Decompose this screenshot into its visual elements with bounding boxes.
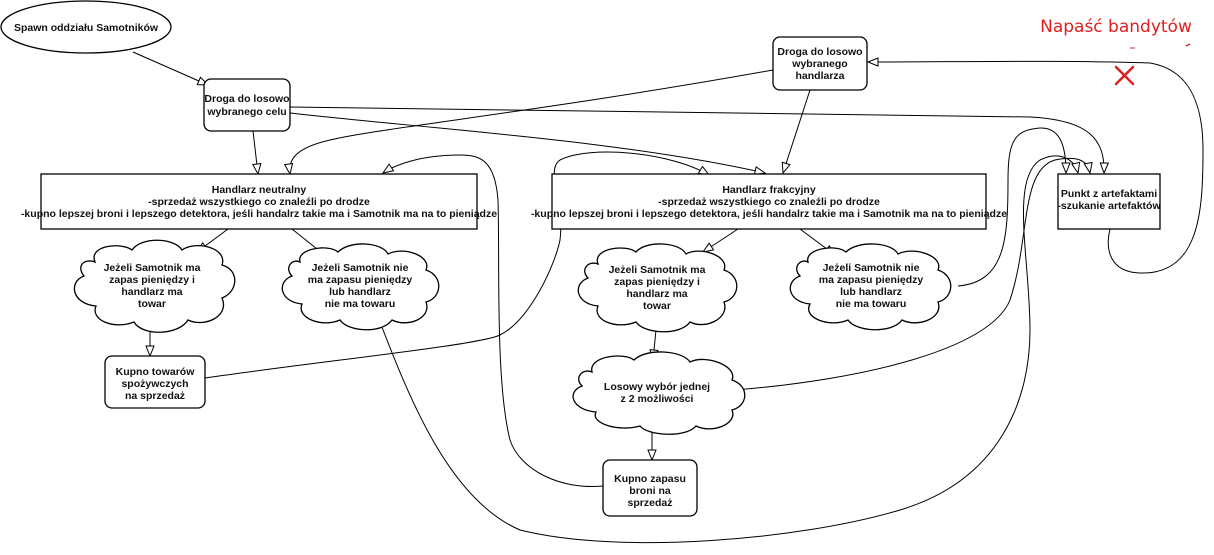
road-target-line-2: wybranego celu [206,106,286,118]
node-trader-neutral: Handlarz neutralny-sprzedaż wszystkiego … [21,173,497,230]
trader-faction-line-2: -sprzedaż wszystkiego co znaleźli po dro… [658,196,880,208]
node-trader-faction: Handlarz frakcyjny-sprzedaż wszystkiego … [531,173,1007,230]
cloud-faction-not-line-4: nie ma towaru [836,298,907,310]
buy-weapons-line-1: Kupno zapasu [614,473,686,485]
trader-faction-title: Handlarz frakcyjny [722,184,816,196]
edges [132,51,1204,544]
edge-road-trader-to-trader-neutral [290,69,774,174]
cloud-faction-has-line-2: zapas pieniędzy i [614,276,700,288]
edge-road-target-to-trader-neutral [253,130,258,174]
bandit-attack-title: Napaść bandytów [1040,17,1192,37]
svg-text:Spawn oddziału Samotników: Spawn oddziału Samotników [14,22,159,34]
node-spawn: Spawn oddziału Samotników [0,0,172,54]
red-x-icon [1114,65,1135,86]
edge-artifact-point-to-road-trader [868,61,1204,274]
cloud-faction-not-line-3: lub handlarz [840,286,902,298]
artifact-point-line-2: -szukanie artefaktów [1057,200,1161,212]
cloud-neutral-has-line-1: Jeżeli Samotnik ma [104,262,201,274]
road-target-line-1: Droga do losowo [204,93,289,105]
svg-text:Handlarz frakcyjny-sprzedaż ws: Handlarz frakcyjny-sprzedaż wszystkiego … [531,184,1007,220]
cloud-faction-not-line-2: ma zapasu pieniędzy [819,274,924,286]
trader-neutral-line-2: -sprzedaż wszystkiego co znaleźli po dro… [148,196,370,208]
road-trader-line-3: handlarza [795,70,844,82]
edge-road-trader-to-trader-faction [783,89,811,173]
spawn-label: Spawn oddziału Samotników [14,22,159,34]
cloud-neutral-has-line-4: towar [138,298,166,310]
bandit-attack-alert: Napaść bandytów [1040,17,1192,86]
buy-weapons-line-2: broni na [629,485,671,497]
buy-food-line-3: na sprzedaż [125,390,185,402]
random-choice-line-2: z 2 możliwości [621,393,694,405]
artifact-point-line-1: Punkt z artefaktami [1061,188,1157,200]
edge-random-to-artifact-point [734,157,1090,391]
random-choice-line-1: Losowy wybór jednej [604,381,710,393]
buy-food-line-1: Kupno towarów [116,366,196,378]
cloud-faction-has-line-3: handlarz ma [626,288,687,300]
trader-neutral-title: Handlarz neutralny [212,184,307,196]
buy-food-line-2: spożywczych [121,378,188,390]
edge-cloud-not-to-artifact-point [379,155,1078,544]
cloud-neutral-not-line-1: Jeżeli Samotnik nie [312,262,409,274]
cloud-neutral-has-line-2: zapas pieniędzy i [109,274,195,286]
cloud-neutral-has-line-3: handlarz ma [121,286,182,298]
cloud-faction-has-line-1: Jeżeli Samotnik ma [609,264,706,276]
svg-text:Punkt z artefaktami-szukanie a: Punkt z artefaktami-szukanie artefaktów [1057,188,1161,212]
edge-spawn-to-road-target [132,51,208,85]
trader-faction-line-3: -kupno lepszej broni i lepszego detektor… [531,208,1007,220]
alert-dash-2 [1185,43,1191,47]
edge-buy-weapons-to-trader-neutral [383,154,604,488]
road-trader-line-1: Droga do losowo [777,46,862,58]
node-artifact-point: Punkt z artefaktami-szukanie artefaktów [1057,173,1161,230]
edge-road-target-to-artifact-point [289,106,1104,173]
edge-faction-to-cloud-has [703,228,739,252]
cloud-faction-not-line-1: Jeżeli Samotnik nie [823,262,920,274]
edge-faction-cloud-not-to-artifact-point [957,127,1066,287]
buy-weapons-line-3: sprzedaż [628,497,673,509]
road-trader-line-2: wybranego [791,58,847,70]
trader-neutral-line-3: -kupno lepszej broni i lepszego detektor… [21,208,497,220]
cloud-neutral-not-line-3: lub handlarz [329,286,391,298]
cloud-faction-has-line-4: towar [643,300,671,312]
edge-road-target-to-trader-faction [289,112,765,173]
cloud-neutral-not-line-2: ma zapasu pieniędzy [308,274,413,286]
cloud-neutral-not-line-4: nie ma towaru [325,298,396,310]
svg-text:Handlarz neutralny-sprzedaż ws: Handlarz neutralny-sprzedaż wszystkiego … [21,184,497,220]
